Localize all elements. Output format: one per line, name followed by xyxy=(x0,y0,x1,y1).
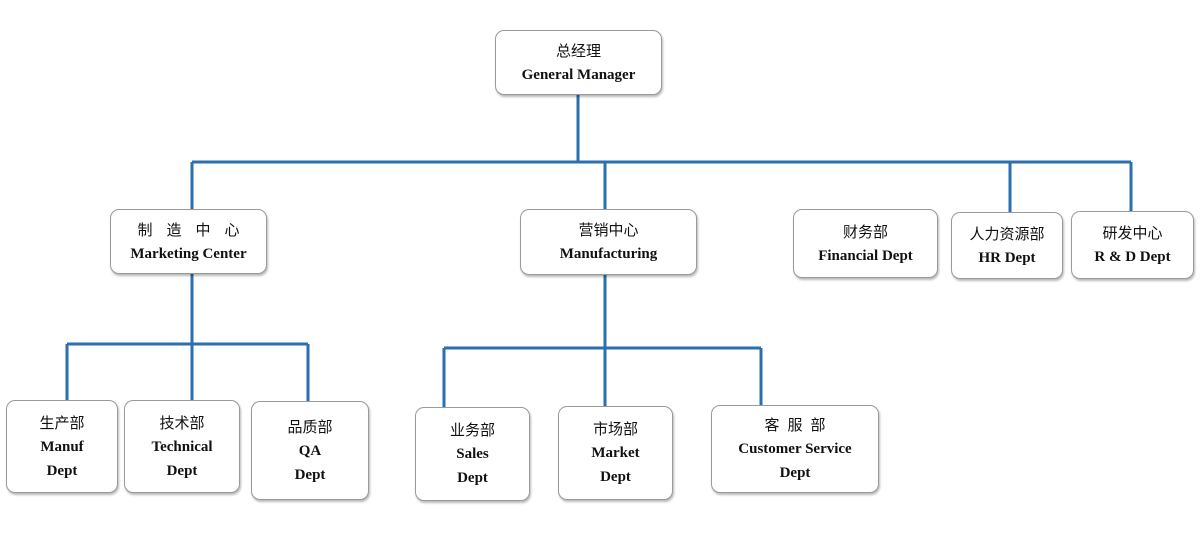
node-marketing-center-zh: 制造中心 xyxy=(137,220,254,239)
node-technical-dept-en2: Dept xyxy=(166,462,198,479)
node-marketing-center: 制造中心 Marketing Center xyxy=(110,209,267,274)
node-financial-dept-zh: 财务部 xyxy=(842,222,888,241)
node-general-manager: 总经理 General Manager xyxy=(495,30,662,95)
node-qa-dept-en2: Dept xyxy=(294,466,326,483)
node-rd-dept-zh: 研发中心 xyxy=(1102,224,1163,242)
node-technical-dept-zh: 技术部 xyxy=(159,413,205,432)
node-market-dept-en2: Dept xyxy=(600,469,631,485)
node-financial-dept: 财务部 Financial Dept xyxy=(793,209,938,278)
node-marketing-center-en: Marketing Center xyxy=(130,245,247,262)
node-manufacturing-en: Manufacturing xyxy=(559,246,658,262)
node-customer-service-dept: 客服部 Customer Service Dept xyxy=(711,405,879,493)
node-technical-dept: 技术部 Technical Dept xyxy=(124,400,240,493)
node-customer-service-dept-en1: Customer Service xyxy=(738,441,852,457)
node-customer-service-dept-zh: 客服部 xyxy=(764,416,834,434)
node-hr-dept-en: HR Dept xyxy=(978,249,1036,266)
node-rd-dept-en: R & D Dept xyxy=(1094,249,1171,265)
node-qa-dept: 品质部 QA Dept xyxy=(251,401,369,500)
node-manufacturing: 营销中心 Manufacturing xyxy=(520,209,697,275)
node-general-manager-zh: 总经理 xyxy=(555,41,601,60)
node-market-dept-zh: 市场部 xyxy=(592,420,638,438)
node-market-dept: 市场部 Market Dept xyxy=(558,406,673,500)
node-market-dept-en1: Market xyxy=(591,445,640,461)
node-sales-dept: 业务部 Sales Dept xyxy=(415,407,530,501)
node-financial-dept-en: Financial Dept xyxy=(818,247,913,264)
node-hr-dept-zh: 人力资源部 xyxy=(969,224,1045,243)
node-customer-service-dept-en2: Dept xyxy=(779,465,811,481)
node-sales-dept-en2: Dept xyxy=(457,470,488,486)
node-technical-dept-en1: Technical xyxy=(151,438,213,455)
node-manuf-dept: 生产部 Manuf Dept xyxy=(6,400,118,493)
node-qa-dept-zh: 品质部 xyxy=(287,417,333,436)
node-manuf-dept-en1: Manuf xyxy=(40,438,84,455)
node-rd-dept: 研发中心 R & D Dept xyxy=(1071,211,1194,279)
node-manuf-dept-zh: 生产部 xyxy=(39,413,85,432)
node-manuf-dept-en2: Dept xyxy=(46,462,78,479)
node-sales-dept-zh: 业务部 xyxy=(449,421,495,439)
node-sales-dept-en1: Sales xyxy=(456,446,489,462)
node-qa-dept-en1: QA xyxy=(298,442,322,459)
node-hr-dept: 人力资源部 HR Dept xyxy=(951,212,1063,279)
node-manufacturing-zh: 营销中心 xyxy=(578,221,639,239)
node-general-manager-en: General Manager xyxy=(521,66,636,83)
